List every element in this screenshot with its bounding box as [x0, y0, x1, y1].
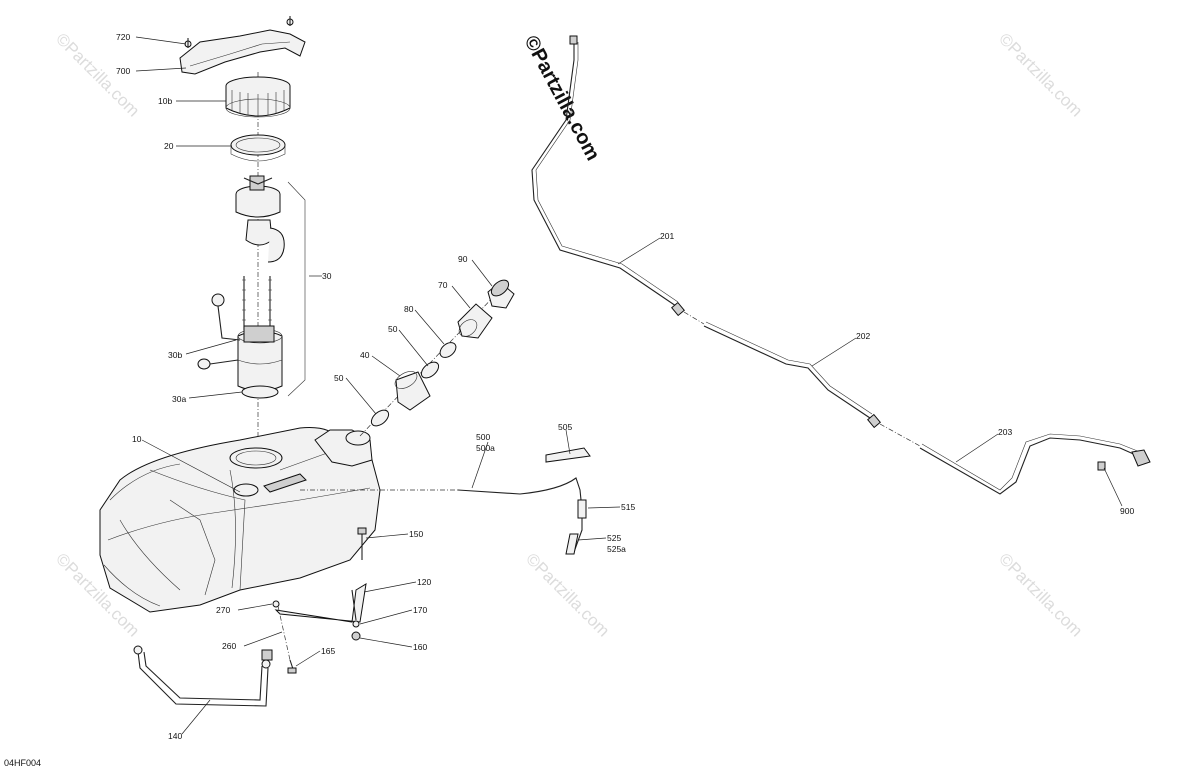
- label-10b: 10b: [158, 96, 172, 106]
- watermark-bottom-center: ©Partzilla.com: [522, 549, 613, 640]
- label-50-lower: 50: [334, 373, 344, 383]
- part-10-fuel-tank: [99, 427, 381, 613]
- label-20: 20: [164, 141, 174, 151]
- label-10: 10: [132, 434, 142, 444]
- part-20-seal: [230, 134, 286, 162]
- label-515: 515: [621, 502, 635, 512]
- filler-neck-parts: [359, 279, 515, 437]
- label-260: 260: [222, 641, 236, 651]
- label-900: 900: [1120, 506, 1134, 516]
- fuel-lines: [531, 35, 1151, 495]
- tank-straps: [133, 527, 367, 707]
- part-10b-lock-ring: [225, 76, 291, 118]
- label-160: 160: [413, 642, 427, 652]
- label-500a: 500a: [476, 443, 495, 453]
- part-700-bracket: [179, 16, 306, 75]
- label-525a: 525a: [607, 544, 626, 554]
- label-70: 70: [438, 280, 448, 290]
- label-140: 140: [168, 731, 182, 741]
- watermark-bottom-right: ©Partzilla.com: [995, 549, 1086, 640]
- leader-lines: [135, 36, 1123, 735]
- watermark-top-right: ©Partzilla.com: [995, 29, 1086, 120]
- label-500: 500: [476, 432, 490, 442]
- label-700: 700: [116, 66, 130, 76]
- label-30: 30: [322, 271, 332, 281]
- label-120: 120: [417, 577, 431, 587]
- part-labels: 720 700 10b 20 30 30b 30a 10 90 70 80 50…: [116, 32, 1134, 741]
- label-80: 80: [404, 304, 414, 314]
- label-40: 40: [360, 350, 370, 360]
- label-30a: 30a: [172, 394, 186, 404]
- label-150: 150: [409, 529, 423, 539]
- label-170: 170: [413, 605, 427, 615]
- label-202: 202: [856, 331, 870, 341]
- part-30-fuel-pump-module: [197, 175, 306, 399]
- label-720: 720: [116, 32, 130, 42]
- label-90: 90: [458, 254, 468, 264]
- label-201: 201: [660, 231, 674, 241]
- label-165: 165: [321, 646, 335, 656]
- label-505: 505: [558, 422, 572, 432]
- diagram-code: 04HF004: [4, 758, 41, 768]
- label-270: 270: [216, 605, 230, 615]
- vent-hose-parts: [300, 447, 591, 555]
- label-525: 525: [607, 533, 621, 543]
- label-30b: 30b: [168, 350, 182, 360]
- label-50-upper: 50: [388, 324, 398, 334]
- label-203: 203: [998, 427, 1012, 437]
- watermark-center-dark: ©Partzilla.com: [520, 32, 604, 164]
